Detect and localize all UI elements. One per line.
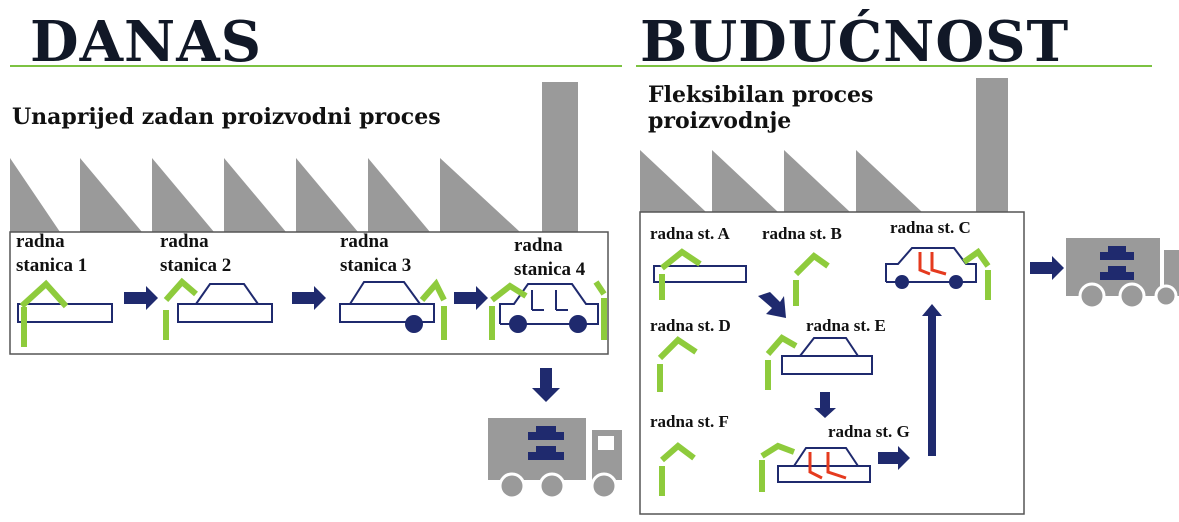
robot-arm-icon [759,442,796,492]
station-label-b: radna st. B [762,224,842,243]
car-body-icon [777,447,871,483]
station-label-1: radna stanica 1 [16,231,88,276]
car-body-icon [885,247,977,289]
arrow-icon [814,392,836,418]
station-label-f: radna st. F [650,412,729,431]
car-body-icon [499,283,599,333]
station-label-e: radna st. E [806,316,886,335]
red-weld-marks [918,252,947,276]
station-label-c: radna st. C [890,218,971,237]
robot-arm-icon [659,248,702,300]
robot-arm-icon [657,336,698,392]
robot-arm-icon [793,252,830,306]
station-label-4: radna stanica 4 [514,235,586,280]
robot-arm-icon [489,280,607,340]
factory-icon [640,78,1008,212]
factory-icon [10,82,578,232]
station-label-a: radna st. A [650,224,730,243]
station-label-d: radna st. D [650,316,731,335]
robot-arm-icon [962,247,991,300]
left-title: DANAS [30,9,263,75]
right-factory-floor [639,211,1025,515]
arrow-icon [922,304,942,456]
arrow-icon [758,292,786,318]
station-label-3: radna stanica 3 [340,231,412,276]
right-title: BUDUĆNOST [640,9,1070,75]
right-subtitle: Fleksibilan proces proizvodnje [648,82,873,135]
car-body-icon [781,337,873,375]
robot-arm-icon [659,442,696,496]
arrow-icon [454,286,488,310]
car-body-icon [177,283,273,323]
robot-arm-icon [163,277,198,340]
right-subtitle-line1: Fleksibilan proces [648,82,874,108]
car-body-icon [653,265,747,283]
arrow-icon [292,286,326,310]
car-body-icon [339,281,435,333]
arrow-icon [124,286,158,310]
red-weld-marks [808,452,847,480]
right-subtitle-line2: proizvodnje [648,108,792,135]
left-subtitle: Unaprijed zadan proizvodni proces [12,104,441,130]
arrow-icon [1030,256,1064,280]
robot-arm-icon [19,279,69,347]
truck-icon [488,418,622,500]
arrow-icon [878,446,910,470]
truck-icon [1066,238,1179,310]
robot-arm-icon [765,334,798,390]
station-label-2: radna stanica 2 [160,231,232,276]
station-label-g: radna st. G [828,422,910,441]
robot-arm-icon [419,278,447,340]
arrow-icon [532,368,560,402]
